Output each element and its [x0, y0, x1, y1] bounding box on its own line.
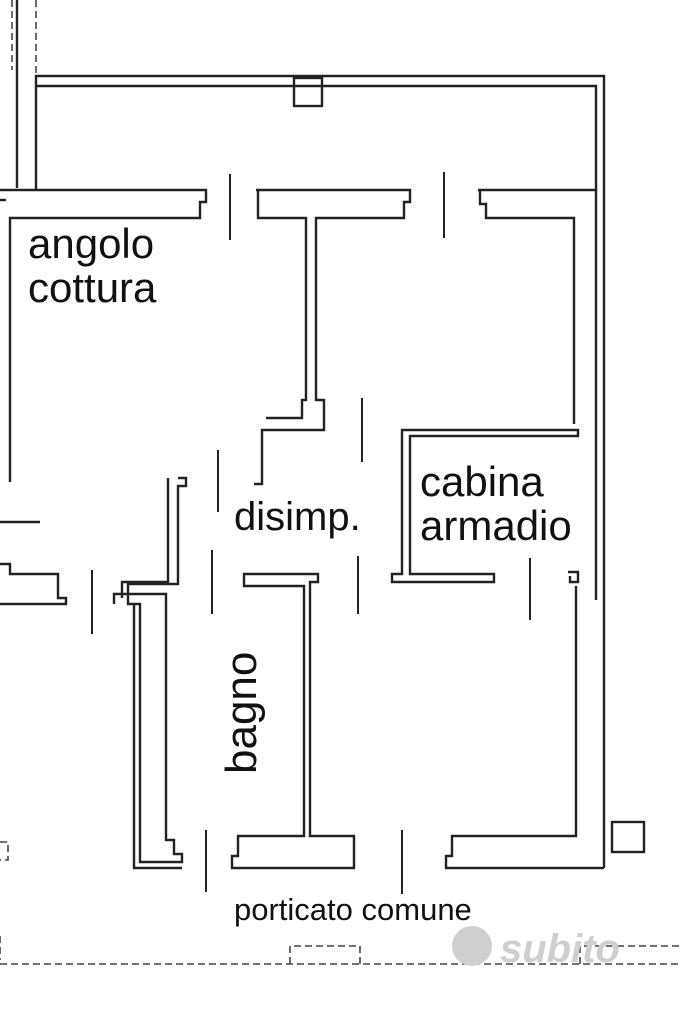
subito-logo-icon [452, 926, 492, 966]
property-boundary-dashed [11, 0, 37, 76]
top-wall [0, 188, 598, 600]
watermark-text: subito [500, 927, 620, 971]
right-room-walls [444, 570, 604, 870]
kitchen-label-line1: angolo [28, 220, 154, 267]
closet-walls [390, 428, 580, 584]
closet-label-line1: cabina [420, 458, 544, 505]
door-leaves [91, 172, 531, 894]
exterior-walls [15, 0, 606, 868]
porch-label: porticato comune [234, 892, 472, 927]
bathroom-label: bagno [217, 652, 266, 774]
left-walls [0, 476, 188, 870]
subito-watermark: subito [452, 926, 620, 971]
bathroom-walls [230, 572, 356, 870]
kitchen-label-line2: cottura [28, 264, 157, 311]
chimney-shaft [292, 76, 324, 108]
hallway-label: disimp. [234, 495, 361, 539]
closet-label-line2: armadio [420, 502, 572, 549]
utility-boxes [0, 820, 646, 861]
porch-boundary-dashed [0, 936, 682, 965]
